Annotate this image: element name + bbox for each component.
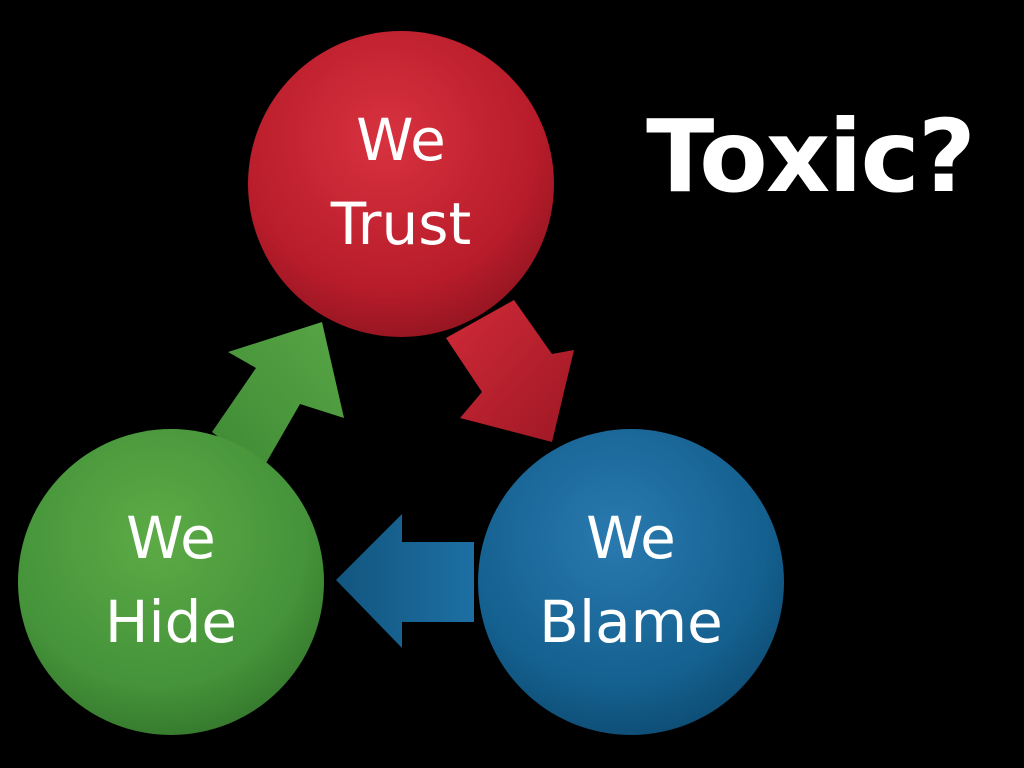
arrow-hide-to-trust	[212, 322, 344, 470]
node-trust-line2: Trust	[330, 190, 472, 258]
node-hide-line2: Hide	[104, 588, 238, 656]
node-trust-circle	[248, 31, 554, 337]
node-hide-label: We Hide	[18, 496, 324, 664]
node-trust-line1: We	[356, 106, 446, 174]
slide-title: Toxic?	[646, 98, 976, 215]
node-hide-line1: We	[126, 504, 216, 572]
node-blame-label: We Blame	[478, 496, 784, 664]
node-hide-circle	[18, 429, 324, 735]
node-blame-line1: We	[586, 504, 676, 572]
node-blame-circle	[478, 429, 784, 735]
arrow-trust-to-blame	[446, 300, 574, 442]
arrow-blame-to-hide	[336, 514, 474, 648]
node-blame-line2: Blame	[539, 588, 723, 656]
node-trust-label: We Trust	[248, 98, 554, 266]
